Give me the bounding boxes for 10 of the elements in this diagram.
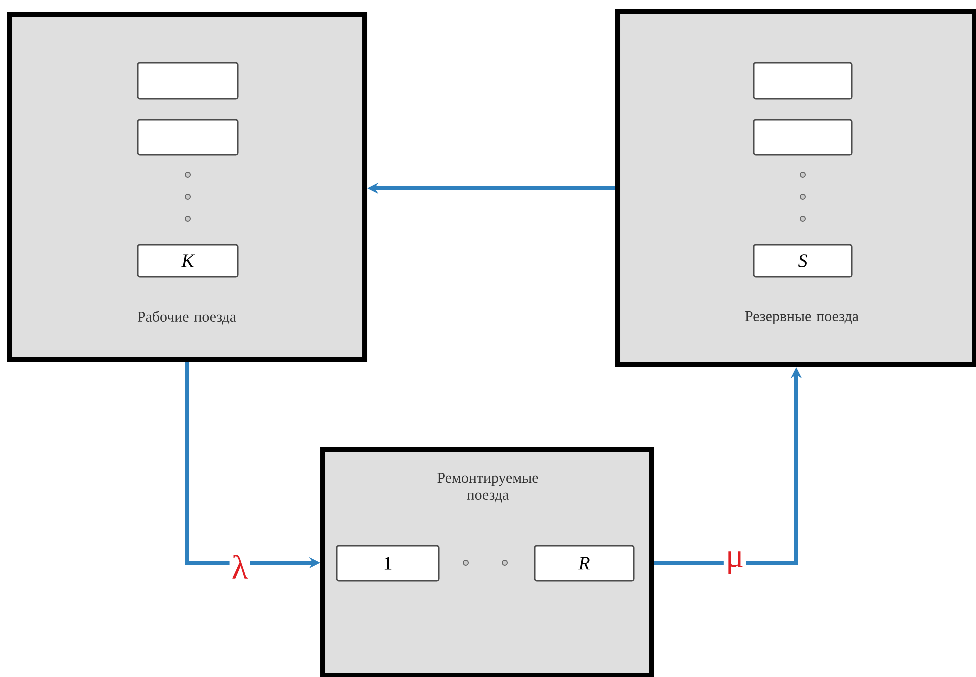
train-slot-box: S (753, 244, 853, 278)
train-slot-box: K (137, 244, 239, 278)
rate-label: λ (230, 553, 250, 581)
train-slot-box (753, 62, 853, 100)
train-slot-box (753, 119, 853, 156)
rate-label: μ (724, 550, 746, 576)
train-slot-box: R (534, 545, 635, 582)
train-slot-box: 1 (336, 545, 440, 582)
train-slot-box (137, 119, 239, 156)
train-slot-box (137, 62, 239, 100)
